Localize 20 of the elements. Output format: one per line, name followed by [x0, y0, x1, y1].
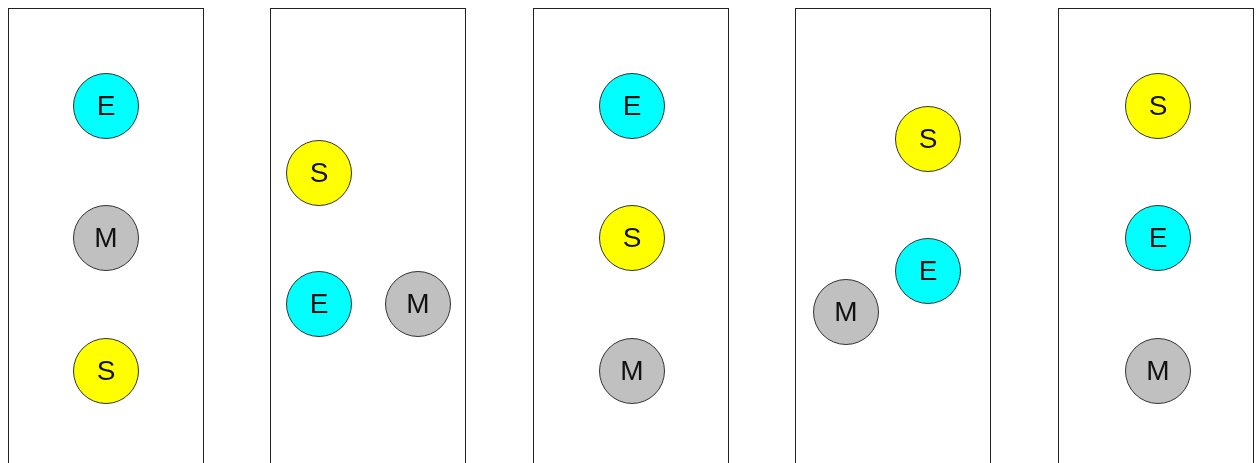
panel	[270, 8, 466, 463]
letter-circle: S	[895, 106, 961, 172]
letter-circle: M	[73, 205, 139, 271]
letter-circle: E	[895, 238, 961, 304]
panel	[8, 8, 204, 463]
letter-circle: M	[599, 338, 665, 404]
panel	[533, 8, 729, 463]
letter-circle: S	[599, 205, 665, 271]
letter-circle: E	[599, 73, 665, 139]
letter-circle: S	[73, 338, 139, 404]
letter-circle: S	[1125, 73, 1191, 139]
letter-circle: M	[385, 271, 451, 337]
panel	[795, 8, 991, 463]
panel	[1058, 8, 1254, 463]
letter-circle: E	[286, 271, 352, 337]
letter-circle: E	[1125, 205, 1191, 271]
letter-circle: E	[73, 73, 139, 139]
letter-circle: S	[286, 140, 352, 206]
letter-circle: M	[813, 279, 879, 345]
letter-circle: M	[1125, 338, 1191, 404]
